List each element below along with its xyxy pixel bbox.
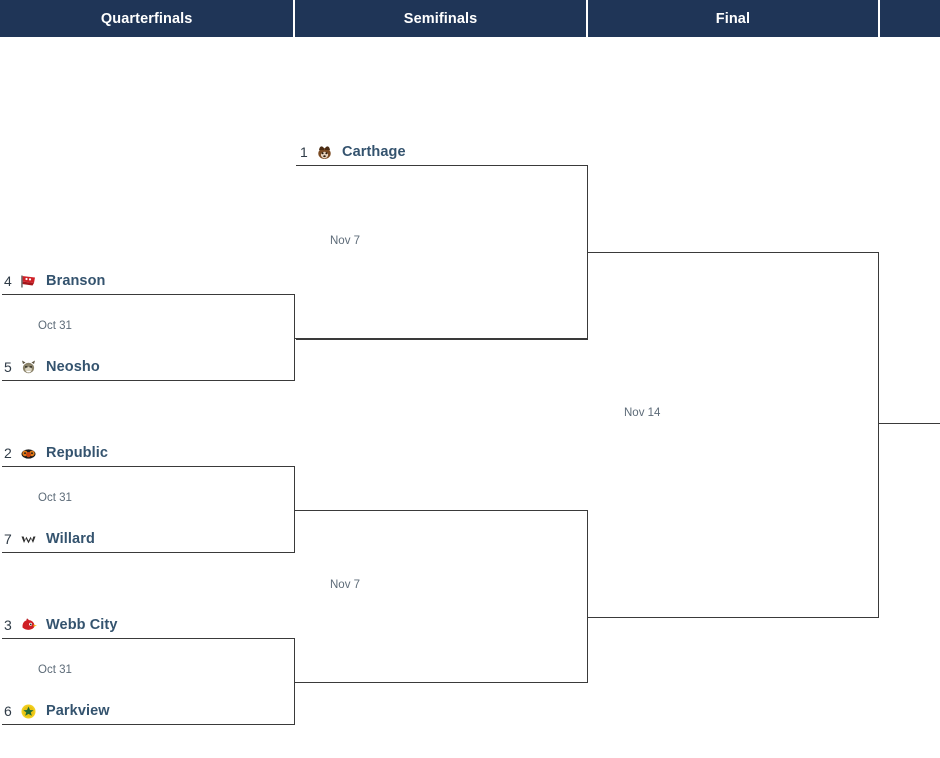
quarterfinal-1-top-line bbox=[2, 294, 295, 295]
semifinal-1-date: Nov 7 bbox=[330, 235, 361, 247]
header-divider-1 bbox=[293, 0, 296, 37]
quarterfinal-3-team-1-seed: 3 bbox=[4, 617, 12, 633]
quarterfinal-1-date: Oct 31 bbox=[38, 320, 72, 332]
header-divider-2 bbox=[585, 0, 588, 37]
quarterfinal-2-to-semifinal-2-line bbox=[294, 510, 588, 511]
semifinal-2-to-final-line bbox=[587, 617, 879, 618]
quarterfinal-3-team-2-name: Parkview bbox=[46, 703, 110, 719]
quarterfinal-3-team-2[interactable]: 6 Parkview bbox=[4, 698, 110, 724]
final-date: Nov 14 bbox=[624, 407, 661, 419]
tournament-bracket: 1 Carthage Nov 7 4 bbox=[0, 37, 940, 758]
branson-pirates-logo bbox=[19, 272, 38, 291]
quarterfinal-1-to-semifinal-1-line bbox=[294, 338, 588, 339]
quarterfinal-1-connector-vertical bbox=[294, 294, 295, 381]
quarterfinal-2-date: Oct 31 bbox=[38, 492, 72, 504]
quarterfinal-3-date: Oct 31 bbox=[38, 664, 72, 676]
quarterfinal-2-team-1[interactable]: 2 Republic bbox=[4, 440, 108, 466]
quarterfinal-3-team-1-name: Webb City bbox=[46, 617, 118, 633]
quarterfinal-2-top-line bbox=[2, 466, 295, 467]
quarterfinal-3-team-1[interactable]: 3 Webb City bbox=[4, 612, 118, 638]
webb-city-cardinals-logo bbox=[19, 616, 38, 635]
semifinal-2-date: Nov 7 bbox=[330, 579, 361, 591]
semifinal-1-team-1[interactable]: 1 Carthage bbox=[300, 139, 406, 165]
semifinal-1-to-final-line bbox=[587, 252, 879, 253]
semifinal-1-bottom-line bbox=[296, 339, 588, 340]
quarterfinal-1-team-2-name: Neosho bbox=[46, 359, 100, 375]
semifinal-2-connector-vertical bbox=[587, 510, 588, 683]
round-header-bar: Quarterfinals Semifinals Final bbox=[0, 0, 940, 37]
quarterfinal-2-team-1-name: Republic bbox=[46, 445, 109, 461]
quarterfinal-1-team-1[interactable]: 4 Branson bbox=[4, 268, 106, 294]
parkview-vikings-logo bbox=[19, 702, 38, 721]
round-header-semifinals: Semifinals bbox=[295, 0, 586, 37]
quarterfinal-2-bottom-line bbox=[2, 552, 295, 553]
quarterfinal-2-connector-vertical bbox=[294, 466, 295, 553]
quarterfinal-2-team-2-name: Willard bbox=[46, 531, 95, 547]
round-header-final: Final bbox=[587, 0, 879, 37]
round-header-quarterfinals-label: Quarterfinals bbox=[100, 10, 193, 27]
republic-tigers-logo bbox=[19, 444, 38, 463]
header-divider-3 bbox=[878, 0, 881, 37]
round-header-champion bbox=[880, 0, 940, 37]
quarterfinal-1-team-1-seed: 4 bbox=[4, 273, 12, 289]
neosho-wildcats-logo bbox=[19, 358, 38, 377]
quarterfinal-2-team-2-seed: 7 bbox=[4, 531, 12, 547]
round-header-semifinals-label: Semifinals bbox=[403, 10, 478, 27]
quarterfinal-3-connector-vertical bbox=[294, 638, 295, 725]
quarterfinal-1-team-1-name: Branson bbox=[46, 273, 106, 289]
quarterfinal-1-team-2[interactable]: 5 Neosho bbox=[4, 354, 100, 380]
round-header-quarterfinals: Quarterfinals bbox=[0, 0, 294, 37]
quarterfinal-2-team-2[interactable]: 7 Willard bbox=[4, 526, 95, 552]
final-connector-vertical bbox=[878, 252, 879, 618]
quarterfinal-3-bottom-line bbox=[2, 724, 295, 725]
semifinal-1-team-1-name: Carthage bbox=[342, 144, 406, 160]
carthage-tigers-logo bbox=[315, 143, 334, 162]
semifinal-1-team-1-seed: 1 bbox=[300, 144, 308, 160]
round-header-final-label: Final bbox=[715, 10, 751, 27]
semifinal-1-top-line bbox=[296, 165, 588, 166]
final-to-champion-line bbox=[878, 423, 940, 424]
quarterfinal-1-bottom-line bbox=[2, 380, 295, 381]
willard-tigers-logo bbox=[19, 530, 38, 549]
quarterfinal-3-to-semifinal-2-line bbox=[294, 682, 588, 683]
quarterfinal-3-top-line bbox=[2, 638, 295, 639]
quarterfinal-1-team-2-seed: 5 bbox=[4, 359, 12, 375]
quarterfinal-2-team-1-seed: 2 bbox=[4, 445, 12, 461]
quarterfinal-3-team-2-seed: 6 bbox=[4, 703, 12, 719]
